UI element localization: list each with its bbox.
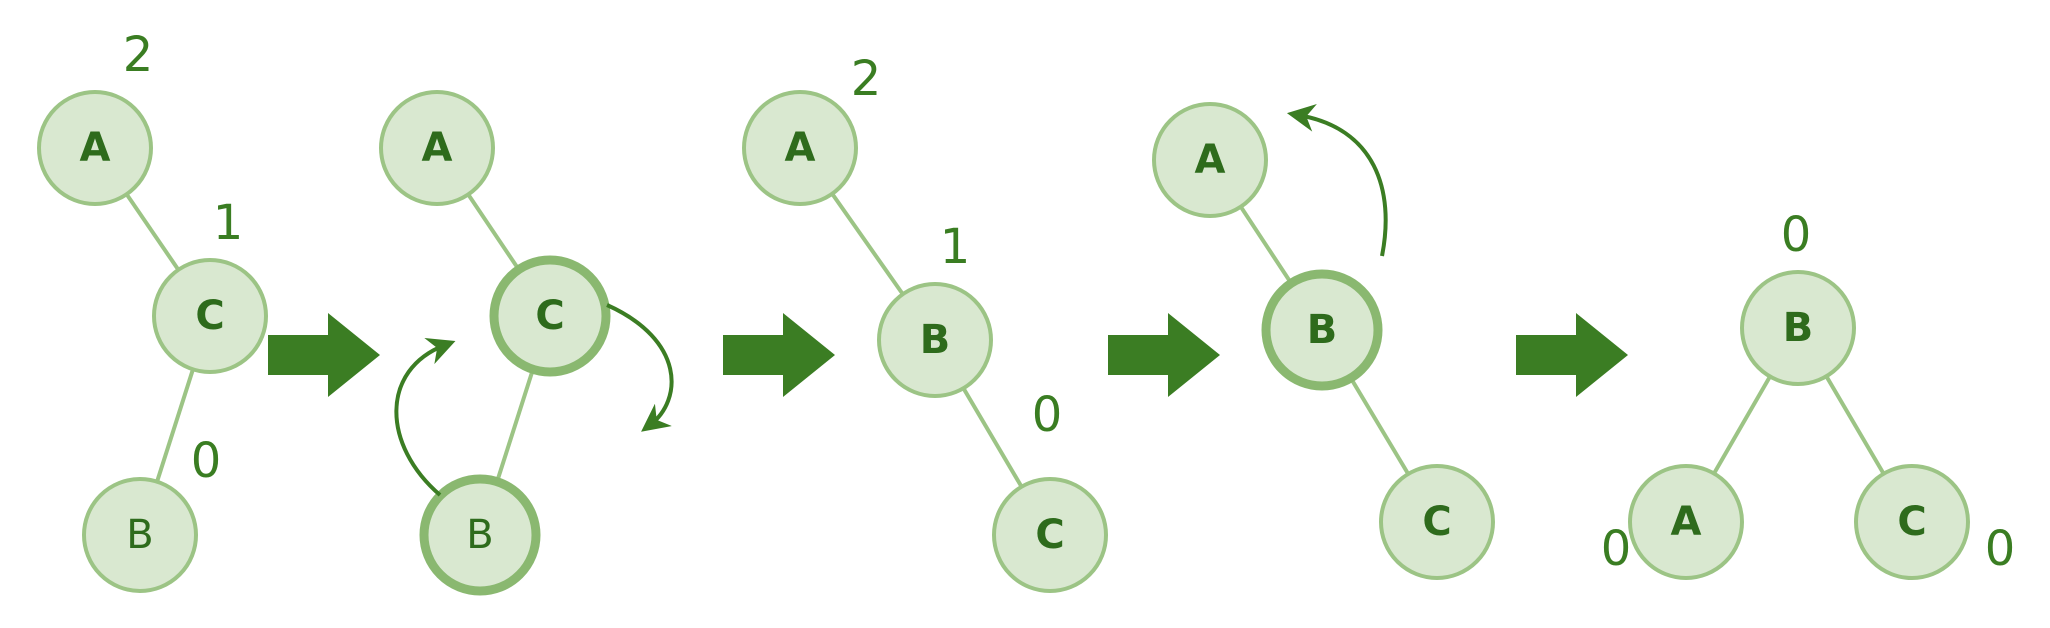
arrow-right-icon (268, 313, 380, 397)
step-1-tree: A C B 2 1 0 (37, 27, 268, 593)
step-3-tree: A B C 2 1 0 (742, 51, 1108, 593)
node-label: A (1671, 499, 1702, 545)
node-c-highlighted: C (489, 255, 611, 377)
balance-factor-c: 0 (1985, 521, 2016, 577)
balance-factor-b: 0 (1781, 207, 1812, 263)
curved-arrow-icon (606, 303, 674, 432)
balance-factor-a: 0 (1601, 521, 1632, 577)
node-c: C (1854, 464, 1970, 580)
step-5-tree: B A C 0 0 0 (1601, 207, 2016, 580)
node-a: A (37, 90, 153, 206)
node-c: C (1379, 464, 1495, 580)
node-c: C (992, 477, 1108, 593)
node-label: C (1897, 499, 1926, 545)
node-b: B (82, 477, 198, 593)
balance-factor-b: 0 (191, 433, 222, 489)
node-label: A (80, 125, 111, 171)
arrow-right-icon (1516, 313, 1628, 397)
node-label: B (1783, 305, 1814, 351)
node-label: A (422, 125, 453, 171)
node-b-highlighted: B (1261, 269, 1383, 391)
node-label: B (126, 512, 153, 558)
node-label: C (1422, 499, 1451, 545)
node-label: C (1035, 512, 1064, 558)
node-b: B (1740, 270, 1856, 386)
balance-factor-a: 2 (123, 27, 154, 83)
balance-factor-c: 1 (213, 195, 244, 251)
node-label: C (195, 293, 224, 339)
node-label: A (1195, 137, 1226, 183)
arrow-right-icon (723, 313, 835, 397)
balance-factor-b: 1 (940, 219, 971, 275)
node-label: B (466, 512, 493, 558)
node-label: A (785, 125, 816, 171)
node-a: A (1628, 464, 1744, 580)
balance-factor-c: 0 (1032, 387, 1063, 443)
arrow-right-icon (1108, 313, 1220, 397)
step-2-tree: A C B (379, 90, 674, 596)
node-c: C (152, 258, 268, 374)
node-label: B (1307, 307, 1338, 353)
node-a: A (379, 90, 495, 206)
node-b-highlighted: B (419, 474, 541, 596)
curved-arrow-icon (1286, 104, 1388, 257)
step-4-tree: A B C (1152, 102, 1495, 580)
curved-arrow-icon (394, 337, 456, 497)
node-a: A (1152, 102, 1268, 218)
node-label: B (920, 317, 951, 363)
node-a: A (742, 90, 858, 206)
node-b: B (877, 282, 993, 398)
node-label: C (535, 293, 564, 339)
balance-factor-a: 2 (851, 51, 882, 107)
